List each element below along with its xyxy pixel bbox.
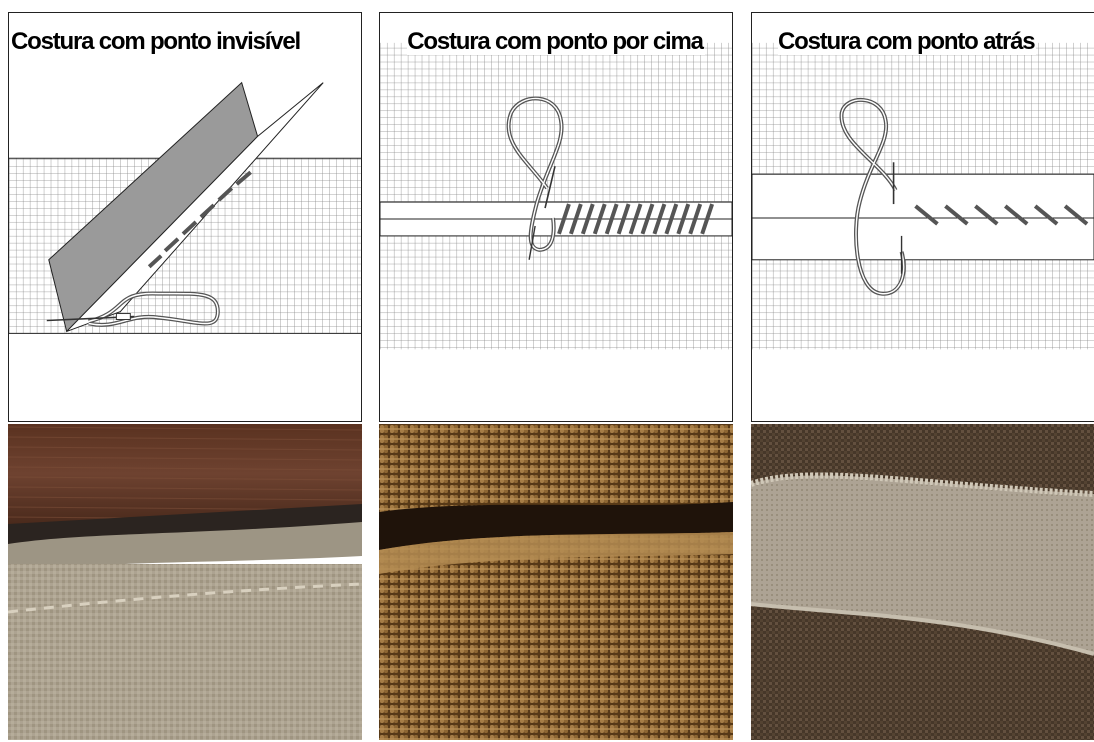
- panel-title: Costura com ponto por cima: [407, 28, 705, 55]
- diagram-overcast-stitch: Costura com ponto por cima: [379, 12, 733, 422]
- invisible-stitch-illustration: [9, 81, 361, 334]
- backstitch-illustration: [752, 42, 1094, 350]
- panel-title: Costura com ponto invisível: [11, 28, 302, 55]
- burlap-backstitch-photo: [751, 424, 1094, 740]
- backstitch-stitches: [914, 204, 1089, 226]
- diagram-backstitch: Costura com ponto atrás: [751, 12, 1094, 422]
- panel-title: Costura com ponto atrás: [778, 28, 1037, 55]
- panel-overcast-stitch: Costura com ponto por cima: [379, 0, 733, 742]
- overcast-stitch-illustration: [380, 42, 732, 350]
- seam-band: [752, 173, 1094, 261]
- hidden-stitches: [147, 170, 252, 269]
- panel-invisible-stitch: Costura com ponto invisível: [8, 0, 362, 742]
- burlap-wood-photo: [8, 424, 362, 740]
- panel-backstitch: Costura com ponto atrás: [751, 0, 1094, 742]
- grid-fabric: [380, 42, 732, 350]
- burlap-overcast-photo: [379, 424, 733, 740]
- diagram-invisible-stitch: Costura com ponto invisível: [8, 12, 362, 422]
- overcast-stitches: [557, 203, 714, 235]
- needle: [544, 166, 556, 209]
